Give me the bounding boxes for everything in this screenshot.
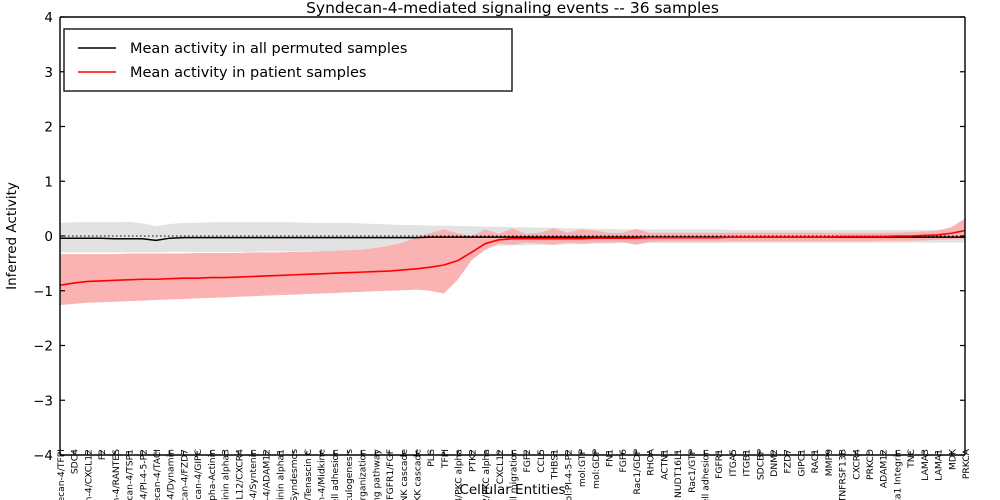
x-tick-label: Syndecan-4/Laminin alpha3 [221, 449, 232, 500]
x-tick-label: SDC4 [70, 449, 81, 474]
chart-title: Syndecan-4-mediated signaling events -- … [306, 0, 719, 17]
x-tick-label: Rac1/GDP [632, 449, 643, 495]
x-tick-label: Syndecan-4/RANTES [111, 449, 122, 500]
x-tick-label: cell migration [509, 449, 520, 500]
y-tick-label: 4 [44, 10, 53, 26]
x-tick-label: TNC [906, 449, 917, 469]
x-tick-label: PLG [426, 449, 437, 467]
x-tick-label: Syndecan-4/Midkine [317, 449, 328, 500]
y-axis-label: Inferred Activity [4, 182, 20, 290]
x-tick-label: F2 [97, 449, 108, 460]
x-tick-label: LAMA3 [920, 449, 931, 481]
patient-mean-line [59, 229, 966, 287]
x-tick-label: MDK [947, 448, 958, 470]
x-tick-label: FGFR1 [714, 449, 725, 479]
legend-label: Mean activity in all permuted samples [130, 41, 407, 57]
x-tick-label: FGF6 [618, 449, 629, 473]
y-tick-label: −4 [33, 448, 53, 464]
x-tick-label: Syndecan-4/PI-4-5-P2 [138, 449, 149, 500]
x-tick-label: THBS1 [550, 449, 561, 480]
x-tick-label: Syndecan-4/Syndesmos [289, 449, 300, 500]
y-tick-label: −3 [33, 393, 53, 409]
x-tick-label: PRKCA [961, 448, 972, 479]
x-tick-label: LAMA1 [934, 449, 945, 481]
y-tick-label: −2 [33, 339, 53, 355]
x-tick-label: Syndecan-4/FGFR1/FGF [385, 449, 396, 500]
y-tick-label: 2 [44, 120, 53, 136]
x-tick-label: Syndecan-4/PKC alpha [454, 449, 465, 500]
x-tick-label: positive regulation of MAPKKK cascade [413, 449, 424, 500]
x-tick-label: mol:GDP [591, 449, 602, 489]
x-tick-label: Syndecan-4/Tenascin C [303, 449, 314, 500]
x-tick-label: FN1 [604, 449, 615, 467]
x-tick-label: Syndecan-4/PI-4-5-P2/PKC alpha [481, 449, 492, 500]
x-tick-label: Syndecan-4/TSP1 [125, 449, 136, 500]
legend-box[interactable] [63, 28, 513, 92]
x-tick-label: ITGB1 [742, 449, 753, 477]
x-tick-label: Syndecan-4/TFPI [56, 449, 67, 500]
x-tick-label: mol:PI-4-5-P2 [563, 449, 574, 500]
x-tick-label: positive regulation of JNK cascade [399, 449, 410, 500]
x-tick-label: TFPI [440, 449, 451, 469]
x-tick-label: PTK2 [467, 449, 478, 472]
patient-confidence-band [60, 218, 965, 305]
x-tick-label: RAC1 [810, 449, 821, 473]
x-tick-label: GIPC1 [796, 449, 807, 477]
x-tick-label: positive regulation of cell adhesion [330, 449, 341, 500]
x-tick-label: cell adhesion [700, 449, 711, 500]
x-tick-label: MMP9 [824, 449, 835, 476]
x-tick-label: integrin-mediated signaling pathway [371, 448, 382, 500]
x-tick-label: ITGA5 [728, 449, 739, 477]
x-tick-label: cytoskeleton organization [358, 449, 369, 500]
legend-label: Mean activity in patient samples [130, 65, 366, 81]
x-tick-label: vasculogenesis [344, 449, 355, 500]
x-tick-label: Syndecan-4/CXCL12 [83, 449, 94, 500]
x-axis-label: Cellular Entities [459, 482, 565, 498]
x-tick-label: CXCL12 [495, 449, 506, 484]
x-tick-label: Syndecan-4/CXCL12/CXCR4 [234, 449, 245, 500]
x-tick-label: Syndecan-4/GIPC [193, 449, 204, 500]
x-tick-label: Syndecan-4/Dynamin [166, 449, 177, 500]
x-tick-label: Syndecan-4/Syntenin [248, 449, 259, 500]
x-tick-label: ACTN1 [659, 449, 670, 480]
x-tick-label: Syndecan-4/alpha-Actinin [207, 449, 218, 500]
y-tick-label: 1 [44, 174, 53, 190]
x-tick-label: alpha5/beta1 Integrin [892, 449, 903, 500]
x-tick-label: NUDT16L1 [673, 449, 684, 498]
x-tick-label: RHOA [646, 448, 657, 475]
x-tick-label: DNM2 [769, 449, 780, 477]
y-tick-label: −1 [33, 284, 53, 300]
x-tick-label: TNFRSF13B [838, 449, 849, 500]
x-tick-label: FZD7 [783, 449, 794, 474]
x-tick-label: Rac1/GTP [687, 449, 698, 493]
x-tick-label: FGF2 [522, 449, 533, 473]
y-tick-label: 3 [44, 65, 53, 81]
x-tick-label: Syndecan-4/Laminin alpha1 [275, 449, 286, 500]
x-tick-label: SDCBP [755, 449, 766, 481]
x-tick-label: mol:GTP [577, 449, 588, 488]
x-tick-label: Syndecan-4/FZD7 [179, 449, 190, 500]
x-tick-label: CCL5 [536, 449, 547, 473]
x-tick-label: PRKCD [865, 449, 876, 480]
y-tick-label: 0 [44, 229, 53, 245]
x-tick-label: ADAM12 [879, 449, 890, 488]
x-tick-label: Syndecan-4/TACI [152, 449, 163, 500]
x-tick-label: CXCR4 [851, 449, 862, 480]
x-tick-label: Syndecan-4/ADAM12 [262, 449, 273, 500]
